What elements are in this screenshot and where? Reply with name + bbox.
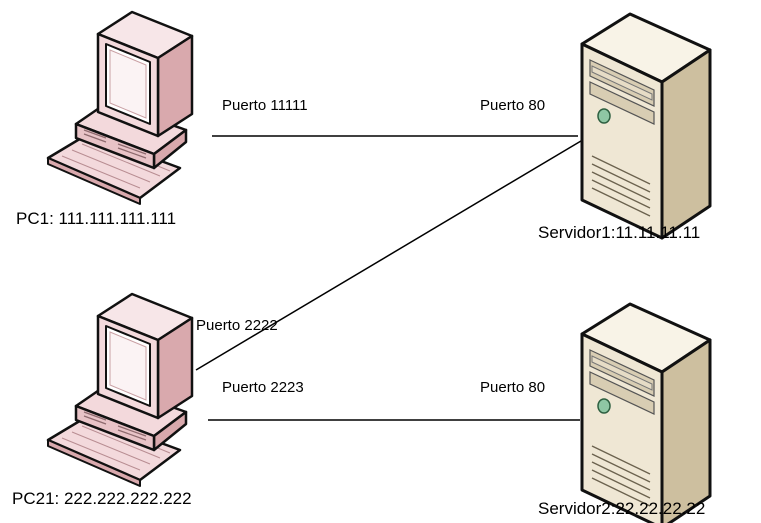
servidor1-label: Servidor1:11.11.11.11 xyxy=(538,223,701,242)
servidor2-label: Servidor2:22.22.22.22 xyxy=(538,499,706,518)
pc21-label: PC21: 222.222.222.222 xyxy=(12,489,192,508)
pc1-port-label: Puerto 11111 xyxy=(222,97,308,114)
servidor1-tower-server-icon[interactable] xyxy=(580,12,712,240)
servidor1-port-label: Puerto 80 xyxy=(480,97,546,114)
pc1-label: PC1: 111.111.111.111 xyxy=(16,209,177,228)
servidor2-tower-server-icon[interactable] xyxy=(580,302,712,523)
servidor2-port-label: Puerto 80 xyxy=(480,379,546,396)
connection-pc21-servidor1 xyxy=(195,137,587,371)
pc1-desktop-computer-icon[interactable] xyxy=(46,10,194,206)
pc21-port-2222-label: Puerto 2222 xyxy=(196,317,278,334)
pc21-desktop-computer-icon[interactable] xyxy=(46,292,194,488)
pc21-port-2223-label: Puerto 2223 xyxy=(222,379,304,396)
